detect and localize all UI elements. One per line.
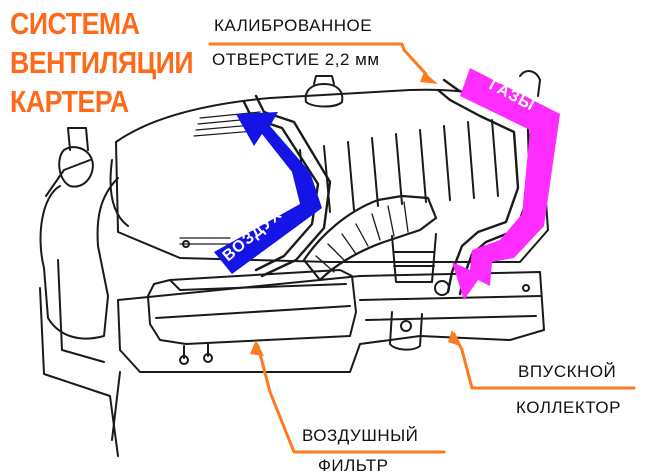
label-intake-manifold-line-1: ВПУСКНОЙ xyxy=(518,362,617,381)
air-filter-box xyxy=(147,269,357,345)
label-air-filter-line-1: ВОЗДУШНЫЙ xyxy=(302,426,419,445)
oil-filler-cap xyxy=(304,83,344,108)
diagram-title-line-3: КАРТЕРА xyxy=(10,84,129,119)
cover-ribs xyxy=(299,119,499,215)
leader-calibrated xyxy=(208,42,428,76)
pcv-tube-right xyxy=(436,88,520,294)
pulley xyxy=(58,146,94,188)
label-air-filter-line-2: ФИЛЬТР xyxy=(318,456,389,475)
diagram-title-line-2: ВЕНТИЛЯЦИИ xyxy=(10,45,194,80)
label-calibrated-hole-line-1: КАЛИБРОВАННОЕ xyxy=(214,16,373,35)
label-intake-manifold-line-2: КОЛЛЕКТОР xyxy=(516,398,621,417)
pcv-valve xyxy=(434,280,450,296)
label-calibrated-hole-line-2: ОТВЕРСТИЕ 2,2 мм xyxy=(212,50,380,69)
intake-hose xyxy=(302,194,438,282)
diagram-title-line-1: СИСТЕМА xyxy=(10,6,140,41)
leader-filter xyxy=(256,344,446,454)
timing-cover xyxy=(39,177,119,340)
valve-cover xyxy=(115,88,549,263)
